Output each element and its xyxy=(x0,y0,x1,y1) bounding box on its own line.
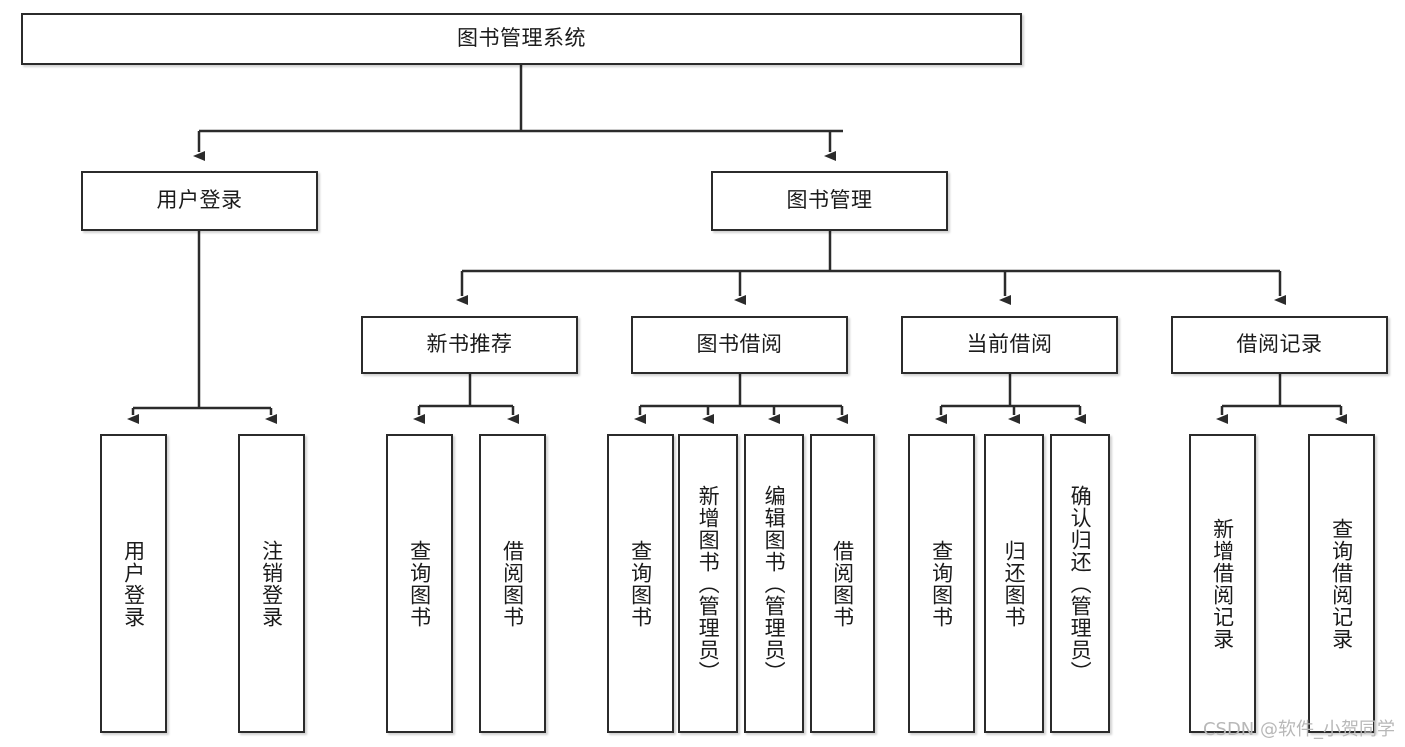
node-leaf-add-book-label: 新增图书（管理员） xyxy=(696,484,721,683)
node-leaf-query-book-2-label: 查询图书 xyxy=(628,539,653,628)
node-root[interactable]: 图书管理系统 xyxy=(21,13,1022,65)
node-book-borrow-label: 图书借阅 xyxy=(696,332,783,357)
node-current-borrow-label: 当前借阅 xyxy=(966,332,1053,357)
node-leaf-edit-book-label: 编辑图书（管理员） xyxy=(762,484,787,683)
node-leaf-query-book-1-label: 查询图书 xyxy=(407,539,432,628)
node-leaf-borrow-book-2-label: 借阅图书 xyxy=(830,539,855,628)
node-leaf-query-book-3-label: 查询图书 xyxy=(929,539,954,628)
node-leaf-borrow-book-2[interactable]: 借阅图书 xyxy=(810,434,875,733)
node-borrow-record-label: 借阅记录 xyxy=(1236,332,1323,357)
node-root-label: 图书管理系统 xyxy=(457,26,586,51)
node-leaf-add-book[interactable]: 新增图书（管理员） xyxy=(678,434,738,733)
node-leaf-confirm-return-label: 确认归还（管理员） xyxy=(1068,484,1093,683)
node-leaf-logout-label: 注销登录 xyxy=(259,539,284,628)
node-leaf-query-book-2[interactable]: 查询图书 xyxy=(607,434,674,733)
node-leaf-query-book-3[interactable]: 查询图书 xyxy=(908,434,975,733)
node-leaf-user-login[interactable]: 用户登录 xyxy=(100,434,167,733)
node-borrow-record[interactable]: 借阅记录 xyxy=(1171,316,1388,374)
node-leaf-logout[interactable]: 注销登录 xyxy=(238,434,305,733)
node-user-login[interactable]: 用户登录 xyxy=(81,171,318,231)
node-leaf-edit-book[interactable]: 编辑图书（管理员） xyxy=(744,434,804,733)
node-leaf-borrow-book-1-label: 借阅图书 xyxy=(500,539,525,628)
node-leaf-query-record-label: 查询借阅记录 xyxy=(1329,517,1354,650)
node-new-book-recommend-label: 新书推荐 xyxy=(426,332,513,357)
node-leaf-add-record-label: 新增借阅记录 xyxy=(1210,517,1235,650)
node-book-borrow[interactable]: 图书借阅 xyxy=(631,316,848,374)
node-leaf-user-login-label: 用户登录 xyxy=(121,539,146,628)
node-book-manage-label: 图书管理 xyxy=(786,188,873,213)
node-leaf-query-book-1[interactable]: 查询图书 xyxy=(386,434,453,733)
node-book-manage[interactable]: 图书管理 xyxy=(711,171,948,231)
node-current-borrow[interactable]: 当前借阅 xyxy=(901,316,1118,374)
node-leaf-borrow-book-1[interactable]: 借阅图书 xyxy=(479,434,546,733)
node-leaf-return-book-label: 归还图书 xyxy=(1002,539,1027,628)
node-leaf-return-book[interactable]: 归还图书 xyxy=(984,434,1044,733)
node-leaf-add-record[interactable]: 新增借阅记录 xyxy=(1189,434,1256,733)
node-new-book-recommend[interactable]: 新书推荐 xyxy=(361,316,578,374)
node-leaf-confirm-return[interactable]: 确认归还（管理员） xyxy=(1050,434,1110,733)
node-leaf-query-record[interactable]: 查询借阅记录 xyxy=(1308,434,1375,733)
node-user-login-label: 用户登录 xyxy=(156,188,243,213)
